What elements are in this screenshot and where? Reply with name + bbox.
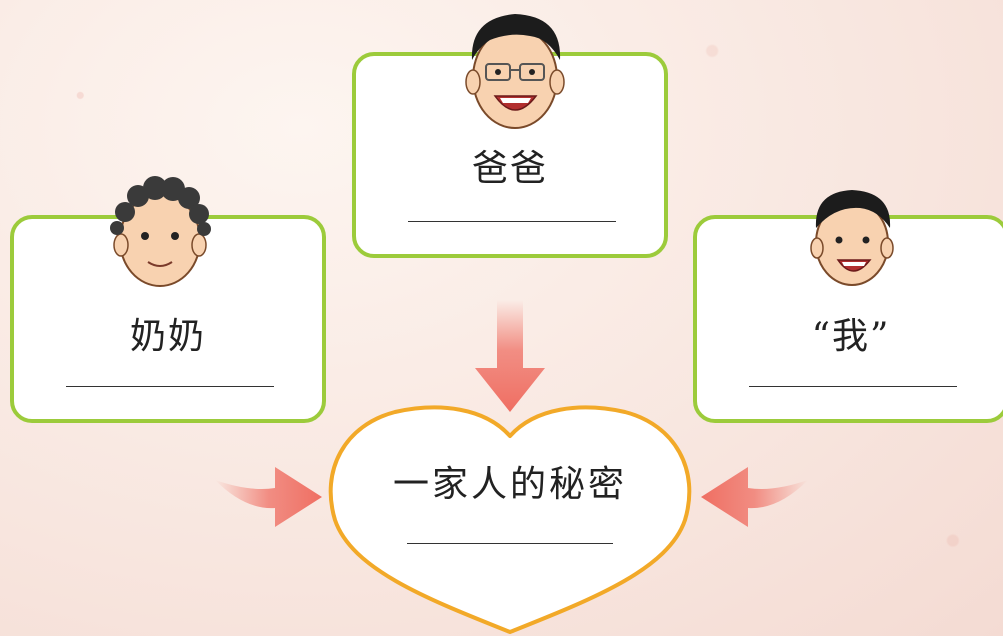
grandma-label: 奶奶 bbox=[129, 316, 206, 357]
arrow-left-icon bbox=[701, 467, 808, 527]
dad-card: 爸爸 bbox=[352, 52, 668, 258]
grandma-answer-line[interactable] bbox=[66, 386, 274, 387]
center-answer-line[interactable] bbox=[407, 543, 613, 544]
center-heart bbox=[328, 405, 692, 634]
me-answer-line[interactable] bbox=[749, 386, 957, 387]
grandma-card: 奶奶 bbox=[10, 215, 326, 423]
center-label: 一家人的秘密 bbox=[392, 464, 627, 505]
arrow-down-icon bbox=[475, 300, 545, 412]
dad-label: 爸爸 bbox=[471, 148, 548, 189]
me-label: “我” bbox=[811, 316, 891, 357]
arrow-right-icon bbox=[215, 467, 322, 527]
me-card: “我” bbox=[693, 215, 1003, 423]
dad-answer-line[interactable] bbox=[408, 221, 616, 222]
